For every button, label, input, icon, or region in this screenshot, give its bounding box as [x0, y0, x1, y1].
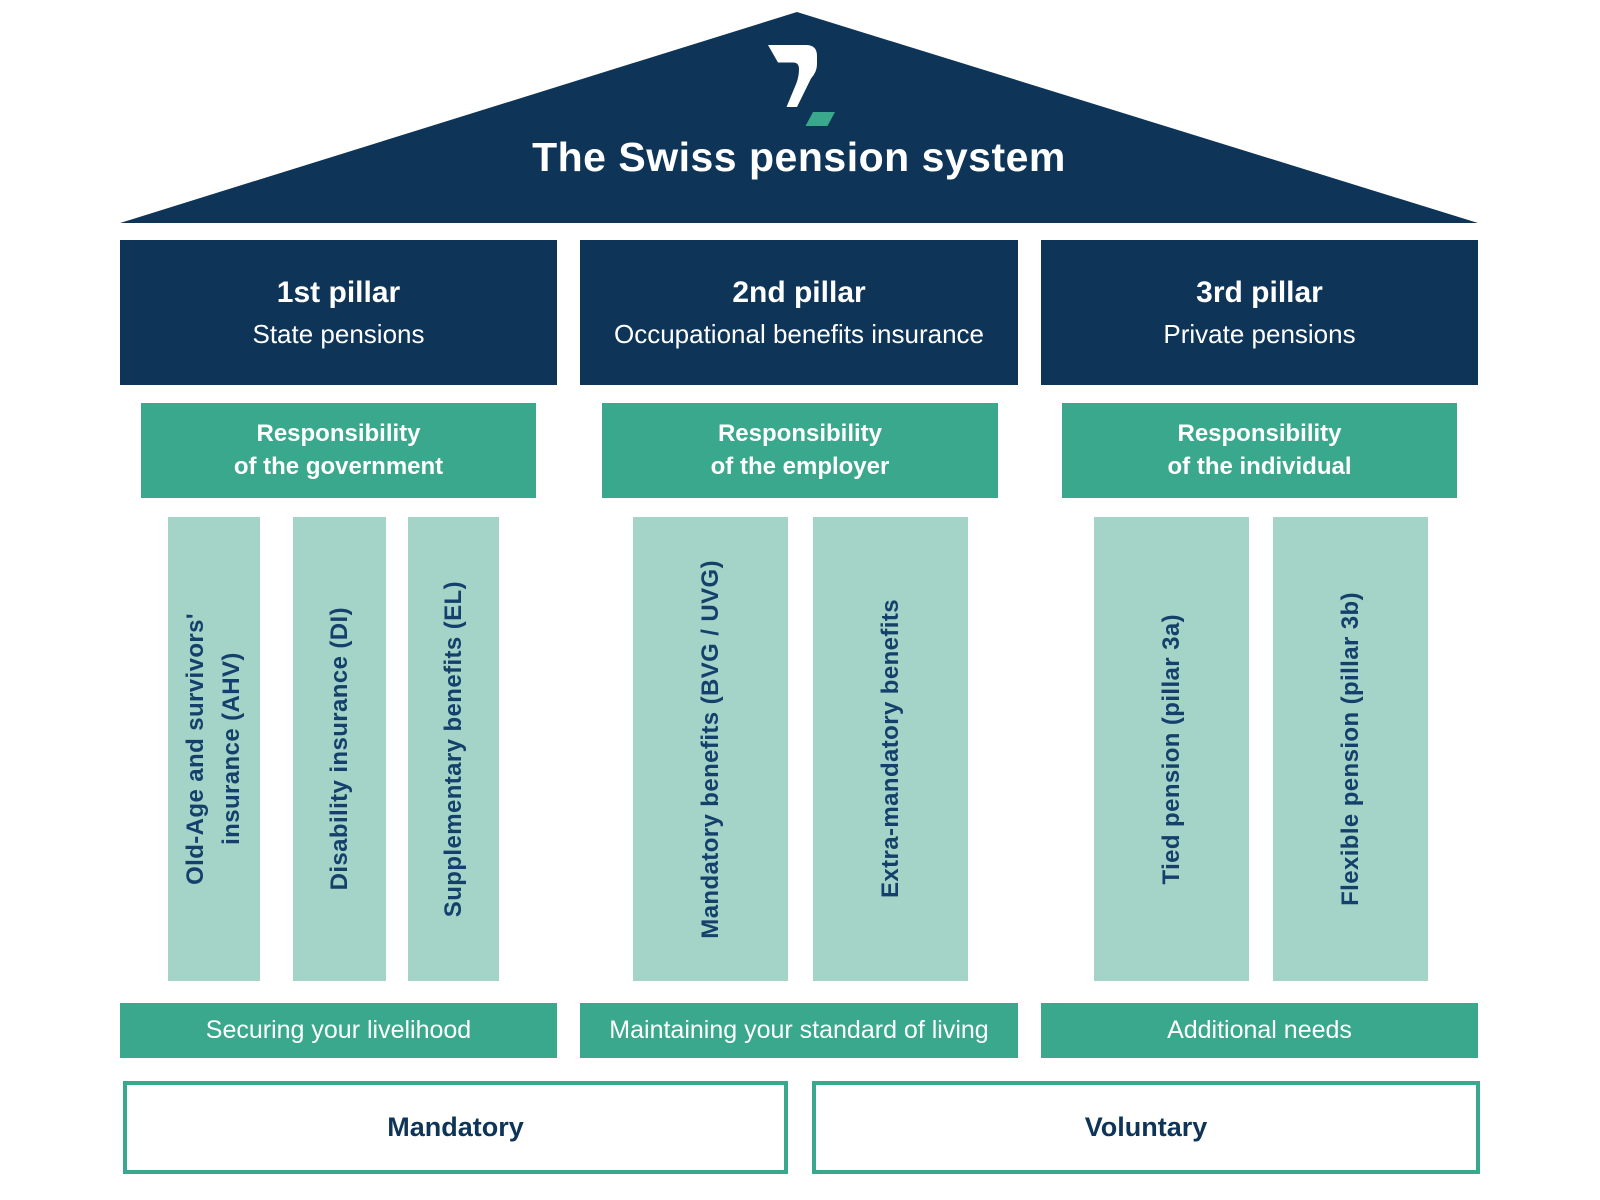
mandatory-box: Mandatory: [123, 1081, 788, 1174]
pillar1-column-di-label: Disability insurance (DI): [325, 607, 353, 891]
pillar1-column-ahv: Old-Age and survivors' insurance (AHV): [168, 517, 260, 981]
pillar3-heading: 3rd pillar: [1196, 275, 1323, 309]
pillar2-subheading: Occupational benefits insurance: [613, 318, 984, 349]
r-brand-logo-icon: [768, 45, 835, 126]
pillar2-column-extra-mandatory: Extra-mandatory benefits: [813, 517, 968, 981]
pillar2-column-extra-mandatory-label: Extra-mandatory benefits: [876, 599, 904, 899]
pillar3-column-flexible-pension-label: Flexible pension (pillar 3b): [1336, 592, 1364, 906]
pillar3-column-tied-pension-label: Tied pension (pillar 3a): [1157, 613, 1185, 885]
pillar2-column-mandatory-benefits-label: Mandatory benefits (BVG / UVG): [696, 559, 724, 939]
pillar3-column-flexible-pension: Flexible pension (pillar 3b): [1273, 517, 1428, 981]
roof-triangle: [120, 12, 1478, 223]
voluntary-box: Voluntary: [812, 1081, 1480, 1174]
pillar1-column-ahv-label: Old-Age and survivors' insurance (AHV): [182, 613, 245, 885]
pillar1-column-el: Supplementary benefits (EL): [408, 517, 499, 981]
pillar2-column-mandatory-benefits: Mandatory benefits (BVG / UVG): [633, 517, 788, 981]
pillar3-responsibility-bar: Responsibility of the individual: [1062, 403, 1457, 498]
pillar1-responsibility-bar: Responsibility of the government: [141, 403, 536, 498]
pillar2-header: 2nd pillar Occupational benefits insuran…: [580, 240, 1018, 385]
pillar2-responsibility-bar: Responsibility of the employer: [602, 403, 998, 498]
pillar1-column-el-label: Supplementary benefits (EL): [439, 580, 467, 918]
pillar1-heading: 1st pillar: [276, 275, 401, 309]
pillar1-goal-bar: Securing your livelihood: [120, 1003, 557, 1058]
pillar1-subheading: State pensions: [252, 318, 425, 349]
pillar1-column-di: Disability insurance (DI): [293, 517, 386, 981]
page-title: The Swiss pension system: [532, 134, 1066, 180]
pillar3-subheading: Private pensions: [1163, 318, 1356, 349]
pillar2-goal-bar: Maintaining your standard of living: [580, 1003, 1018, 1058]
pillar3-goal-bar: Additional needs: [1041, 1003, 1478, 1058]
pillar3-column-tied-pension: Tied pension (pillar 3a): [1094, 517, 1249, 981]
pillar1-header: 1st pillar State pensions: [120, 240, 557, 385]
pillar2-heading: 2nd pillar: [732, 275, 866, 309]
pillar3-header: 3rd pillar Private pensions: [1041, 240, 1478, 385]
